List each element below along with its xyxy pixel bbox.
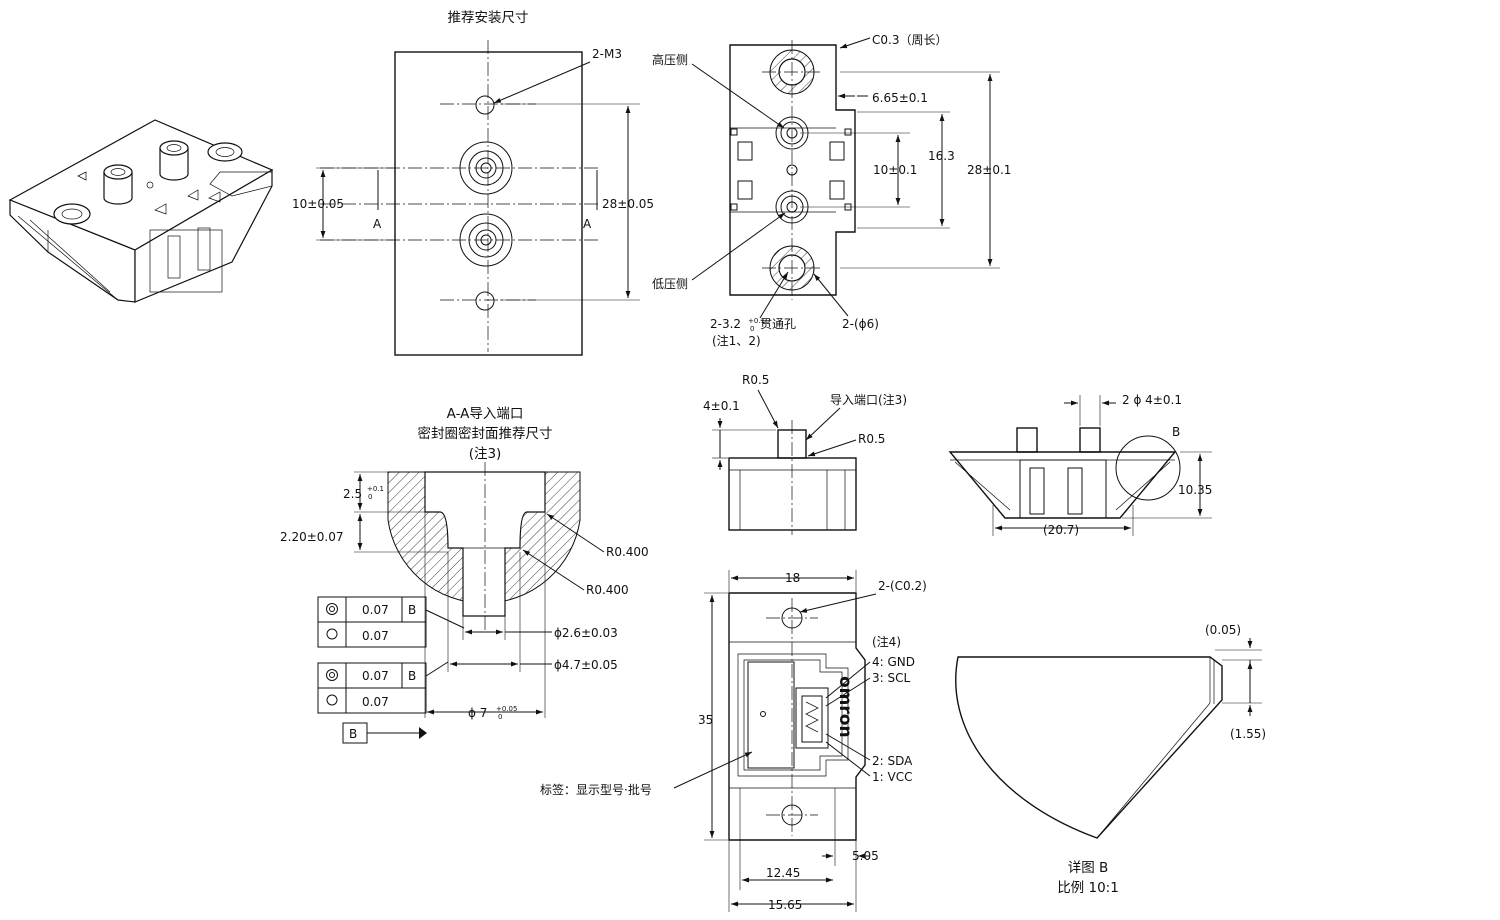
dim-28-mount: 28±0.05 [602, 197, 654, 211]
dia26-label: ϕ2.6±0.03 [554, 626, 618, 640]
dim-35: 35 [698, 713, 713, 727]
detail-title: 详图 B [1068, 860, 1109, 876]
holes-label: 2-M3 [592, 47, 622, 61]
tol-frame-1-value: 0.07 [362, 603, 389, 617]
dim-163: 16.3 [928, 149, 955, 163]
concentricity-icon [326, 603, 338, 615]
through-hole-tol-lower: 0 [750, 325, 754, 333]
dia7-tol-upper: +0.05 [496, 705, 517, 713]
dim-18: 18 [785, 571, 800, 585]
tol-frame-4-value: 0.07 [362, 695, 389, 709]
through-hole-suffix: 贯通孔 [760, 317, 796, 331]
dim-25-tol-lower: 0 [368, 493, 372, 501]
dim-10-top: 10±0.1 [873, 163, 917, 177]
dim-505: 5.05 [852, 849, 879, 863]
detail-view: (0.05) (1.55) 详图 B 比例 10:1 [955, 623, 1266, 896]
high-side-label: 高压侧 [652, 52, 688, 67]
datum-b: B [349, 727, 357, 741]
dim-207: (20.7) [1043, 523, 1079, 537]
bottom-view: omron 18 2-(C0.2) (注4) 4: GND 3: SCL 2: … [540, 570, 927, 912]
tol-frame-3-value: 0.07 [362, 669, 389, 683]
section-mark-left: A [373, 217, 382, 231]
section-title-2: 密封圈密封面推荐尺寸 [418, 425, 553, 442]
dim-10-mount: 10±0.05 [292, 197, 344, 211]
mounting-view: 推荐安装尺寸 2-M3 10±0.05 A A 28±0.0 [292, 10, 654, 356]
dim-1035: 10.35 [1178, 483, 1212, 497]
detail-scale: 比例 10:1 [1057, 880, 1119, 896]
pin-2-label: 2: SDA [872, 754, 913, 768]
section-view: A-A导入端口 密封圈密封面推荐尺寸 (注3) 2.5 +0.1 0 2.20±… [280, 406, 649, 744]
r-upper: R0.400 [606, 545, 649, 559]
dim-25-tol-upper: +0.1 [367, 485, 384, 493]
dim-1245: 12.45 [766, 866, 800, 880]
dim-005: (0.05) [1205, 623, 1241, 637]
dia4-label: 2 ϕ 4±0.1 [1122, 393, 1182, 407]
section-title-1: A-A导入端口 [447, 406, 524, 422]
pin-3-label: 3: SCL [872, 671, 910, 685]
dim-4: 4±0.1 [703, 399, 740, 413]
tol-frame-1-datum: B [408, 603, 416, 617]
chamfer-label: C0.3（周长） [872, 33, 947, 47]
dia7-tol-lower: 0 [498, 713, 502, 721]
dia47-label: ϕ4.7±0.05 [554, 658, 618, 672]
side-view: R0.5 R0.5 导入端口(注3) 4±0.1 [703, 373, 907, 535]
dim-665: 6.65±0.1 [872, 91, 928, 105]
note-12: (注1、2) [712, 333, 761, 348]
dim-155: (1.55) [1230, 727, 1266, 741]
section-mark-right: A [583, 217, 592, 231]
r05-top: R0.5 [742, 373, 769, 387]
dim-220: 2.20±0.07 [280, 530, 344, 544]
tolerance-frame-lower: 0.07 B 0.07 [317, 661, 449, 714]
chamfer-c02: 2-(C0.2) [878, 579, 927, 593]
circularity-icon [326, 694, 338, 706]
r05-bottom: R0.5 [858, 432, 885, 446]
pin-4-label: 4: GND [872, 655, 915, 669]
inlet-note: 导入端口(注3) [830, 392, 907, 407]
through-hole-tol-upper: +0.1 [748, 317, 765, 325]
dia6-label: 2-(ϕ6) [842, 317, 879, 331]
front-view: B 2 ϕ 4±0.1 10.35 (20.7) [948, 393, 1212, 537]
mounting-title: 推荐安装尺寸 [448, 10, 529, 26]
pin-1-label: 1: VCC [872, 770, 912, 784]
note-4: (注4) [872, 634, 901, 649]
circularity-icon [326, 628, 338, 640]
section-title-3: (注3) [469, 446, 502, 462]
dim-1565: 15.65 [768, 898, 802, 912]
tol-frame-2-value: 0.07 [362, 629, 389, 643]
omron-logo: omron [835, 676, 855, 738]
dim-28-top: 28±0.1 [967, 163, 1011, 177]
detail-mark: B [1172, 425, 1180, 439]
tol-frame-3-datum: B [408, 669, 416, 683]
dia7-label: ϕ 7 [468, 706, 487, 720]
concentricity-icon [326, 669, 338, 681]
tolerance-frame-upper: 0.07 B 0.07 [317, 596, 465, 648]
dim-25: 2.5 [343, 487, 362, 501]
top-view: C0.3（周长） 高压侧 低压侧 6.65±0.1 10±0.1 16.3 28… [652, 33, 1011, 348]
label-note: 标签：显示型号·批号 [540, 782, 652, 797]
low-side-label: 低压侧 [652, 277, 688, 291]
isometric-view [8, 119, 274, 303]
r-lower: R0.400 [586, 583, 629, 597]
through-hole-label: 2-3.2 [710, 317, 741, 331]
